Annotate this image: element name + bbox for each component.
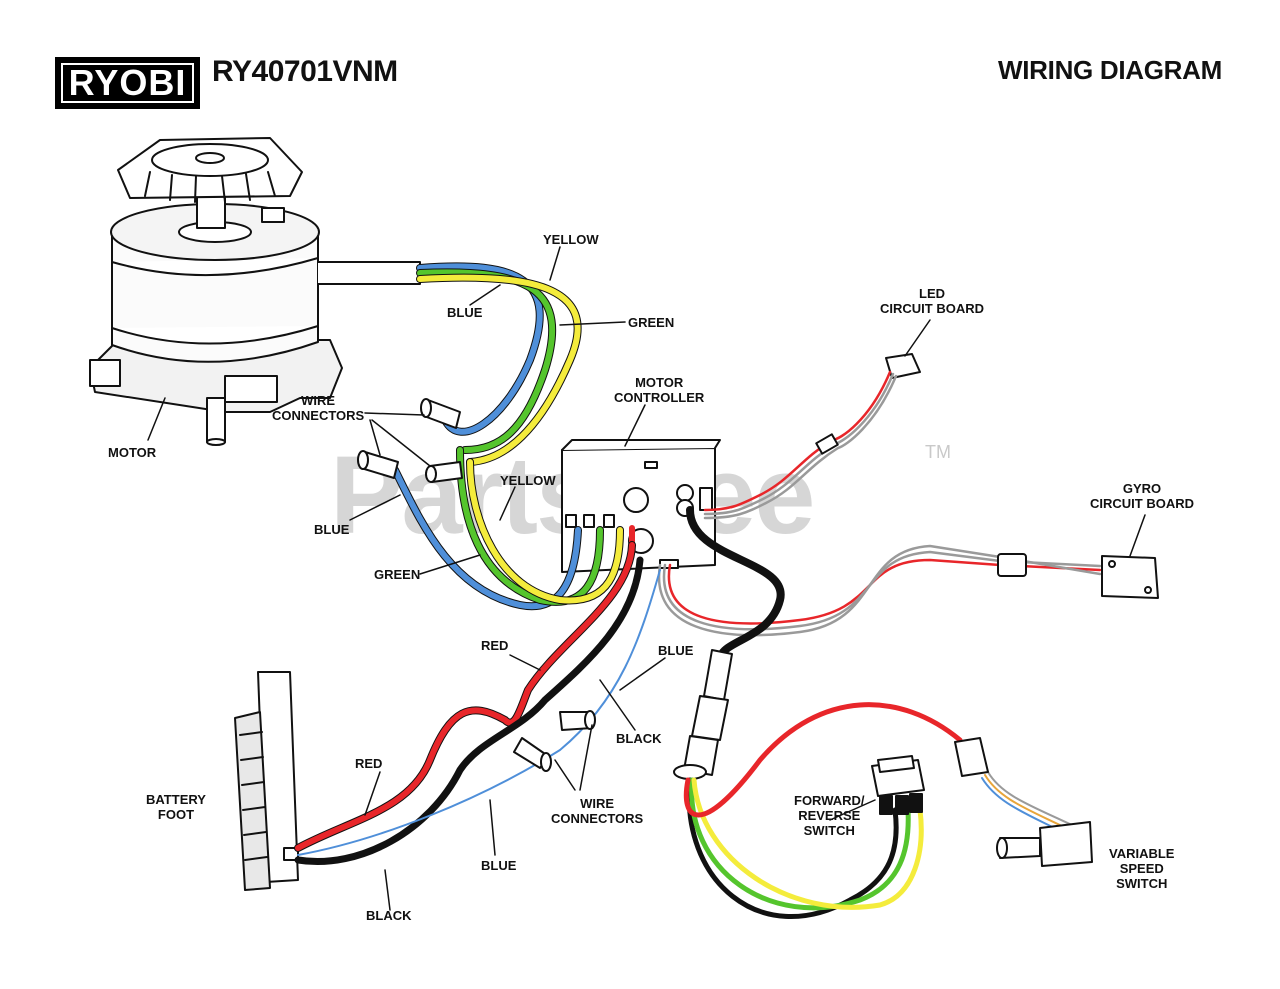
label-green-top: GREEN xyxy=(628,315,675,330)
label-wire-connectors-low: WIRE CONNECTORS xyxy=(551,796,644,826)
wire-connectors-top-drawing xyxy=(357,398,463,483)
label-forward-reverse-switch: FORWARD/ REVERSE SWITCH xyxy=(794,793,865,838)
label-yellow-mid: YELLOW xyxy=(500,473,556,488)
switch-wires xyxy=(683,702,963,920)
label-blue-right: BLUE xyxy=(658,643,694,658)
battery-wires xyxy=(294,541,661,865)
label-black-mid: BLACK xyxy=(616,731,662,746)
header: RYOBI RY40701VNM WIRING DIAGRAM xyxy=(0,0,1280,110)
label-gyro-board: GYRO CIRCUIT BOARD xyxy=(1090,481,1194,511)
wire-connectors-low-drawing xyxy=(513,710,596,772)
inline-connector-drawing xyxy=(673,649,733,780)
brand-name: RYOBI xyxy=(68,62,187,103)
led-board-drawing xyxy=(885,353,921,379)
variable-speed-drawing xyxy=(954,737,1093,867)
label-blue-mid: BLUE xyxy=(314,522,350,537)
model-number: RY40701VNM xyxy=(212,55,398,88)
led-board-wires xyxy=(703,370,898,520)
leader-lines xyxy=(349,246,876,911)
label-blue-low: BLUE xyxy=(481,858,517,873)
black-main-cable xyxy=(686,506,785,664)
label-black-low: BLACK xyxy=(366,908,412,923)
label-yellow-top: YELLOW xyxy=(543,232,599,247)
battery-foot-drawing xyxy=(234,671,299,891)
label-motor-controller: MOTOR CONTROLLER xyxy=(614,375,705,405)
watermark-tm: TM xyxy=(925,442,951,462)
forward-reverse-switch-drawing xyxy=(871,755,925,815)
gyro-board-wires xyxy=(657,544,1102,637)
label-red-mid: RED xyxy=(481,638,509,653)
motor-wires xyxy=(391,262,635,611)
motor-drawing xyxy=(89,137,421,446)
label-wire-connectors-top: WIRE CONNECTORS xyxy=(272,393,365,423)
motor-controller-drawing xyxy=(561,439,721,573)
label-red-low: RED xyxy=(355,756,383,771)
label-motor: MOTOR xyxy=(108,445,157,460)
label-battery-foot: BATTERY FOOT xyxy=(146,792,206,822)
label-green-mid: GREEN xyxy=(374,567,421,582)
label-variable-speed-switch: VARIABLE SPEED SWITCH xyxy=(1109,846,1175,891)
ryobi-logo: RYOBI xyxy=(55,57,200,109)
label-led-board: LED CIRCUIT BOARD xyxy=(880,286,984,316)
label-blue-top: BLUE xyxy=(447,305,483,320)
gyro-board-drawing xyxy=(997,553,1159,599)
diagram-title: WIRING DIAGRAM xyxy=(998,55,1222,85)
